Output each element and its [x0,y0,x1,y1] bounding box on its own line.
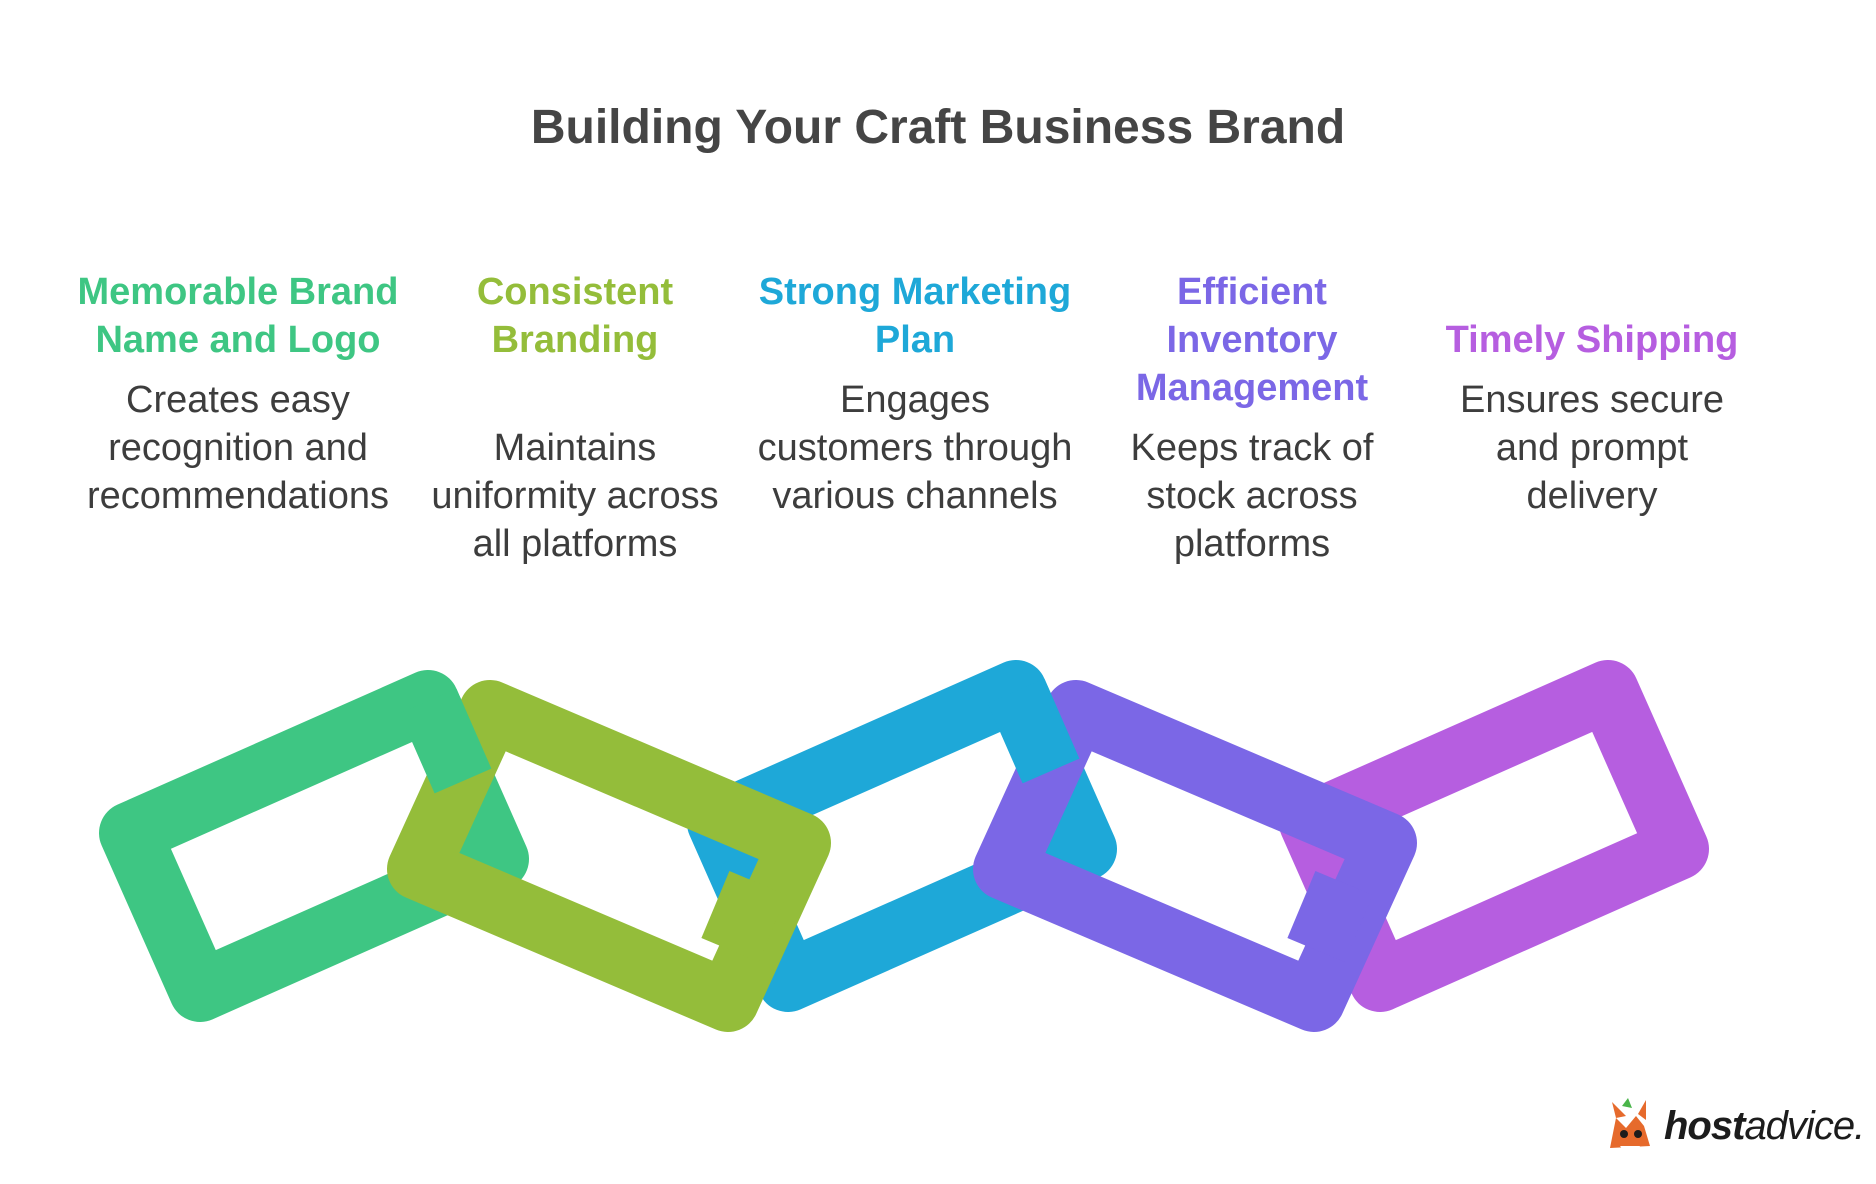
step-heading: Timely Shipping [1445,319,1739,361]
step-description: Ensures secure and prompt delivery [1459,379,1724,517]
step-description: Engages customers through various channe… [757,379,1073,517]
step-shipping: Timely Shipping Ensures secure and promp… [1427,316,1757,520]
step-heading: Strong Marketing Plan [758,271,1072,361]
logo-text-bold: host [1664,1104,1745,1148]
step-heading: Efficient Inventory Management [1135,271,1369,409]
step-description: Maintains uniformity across all platform… [431,427,719,565]
step-consistent-branding: Consistent Branding Maintains uniformity… [410,268,740,568]
chain-link-2 [387,680,831,1032]
step-inventory: Efficient Inventory Management Keeps tra… [1087,268,1417,568]
step-description: Creates easy recognition and recommendat… [86,379,390,517]
page-title: Building Your Craft Business Brand [530,101,1346,154]
chain-link-1 [99,670,529,1022]
logo-text-rest: advice. [1744,1104,1865,1148]
fox-mascot-icon [1610,1098,1650,1156]
step-heading: Consistent Branding [476,271,674,361]
step-brand-name: Memorable Brand Name and Logo Creates ea… [73,268,403,520]
chain-link-4 [973,680,1417,1032]
step-marketing-plan: Strong Marketing Plan Engages customers … [750,268,1080,520]
step-heading: Memorable Brand Name and Logo [77,271,399,361]
hostadvice-logo: hostadvice. [1602,1096,1865,1160]
step-description: Keeps track of stock across platforms [1130,427,1374,565]
